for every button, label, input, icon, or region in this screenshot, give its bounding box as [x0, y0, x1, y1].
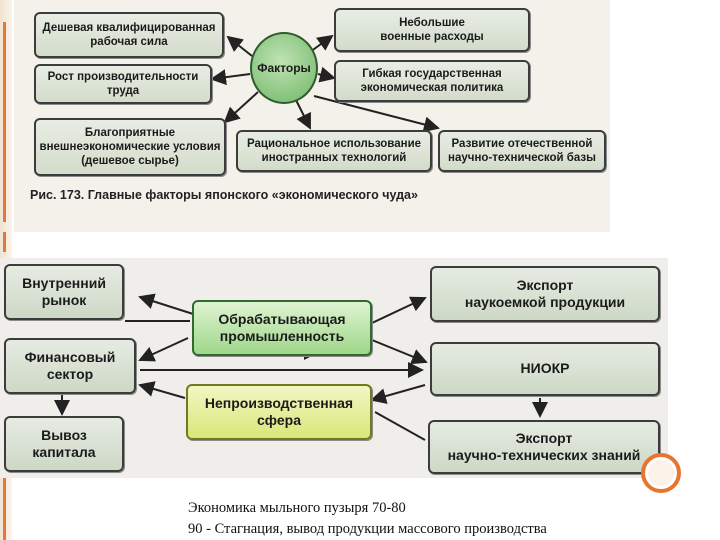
accent-bar-bottom	[3, 478, 6, 540]
factor-cheap-labor: Дешевая квалифицированная рабочая сила	[34, 12, 224, 58]
factor-external-conditions: Благоприятные внешнеэкономические услови…	[34, 118, 226, 176]
footer-line-2: 90 - Стагнация, вывод продукции массовог…	[188, 521, 547, 537]
decorative-circle-inner	[648, 460, 674, 486]
footer-line-1: Экономика мыльного пузыря 70-80	[188, 500, 406, 516]
factors-center-node: Факторы	[250, 32, 318, 104]
node-science-knowledge-export: Экспорт научно-технических знаний	[428, 420, 660, 474]
accent-bar-top	[3, 22, 6, 222]
factor-low-military-spending: Небольшие военные расходы	[334, 8, 530, 52]
node-non-production-sphere: Непроизводственная сфера	[186, 384, 372, 440]
factor-foreign-technologies: Рациональное использование иностранных т…	[236, 130, 432, 172]
factor-flexible-policy: Гибкая государственная экономическая пол…	[334, 60, 530, 102]
node-rnd: НИОКР	[430, 342, 660, 396]
factor-productivity-growth: Рост производительности труда	[34, 64, 212, 104]
node-manufacturing: Обрабатывающая промышленность	[192, 300, 372, 356]
figure-caption: Рис. 173. Главные факторы японского «эко…	[30, 188, 418, 202]
factor-domestic-science-base: Развитие отечественной научно-техническо…	[438, 130, 606, 172]
accent-bar-mid	[3, 232, 6, 252]
node-capital-export: Вывоз капитала	[4, 416, 124, 472]
node-high-tech-export: Экспорт наукоемкой продукции	[430, 266, 660, 322]
node-domestic-market: Внутренний рынок	[4, 264, 124, 320]
node-financial-sector: Финансовый сектор	[4, 338, 136, 394]
